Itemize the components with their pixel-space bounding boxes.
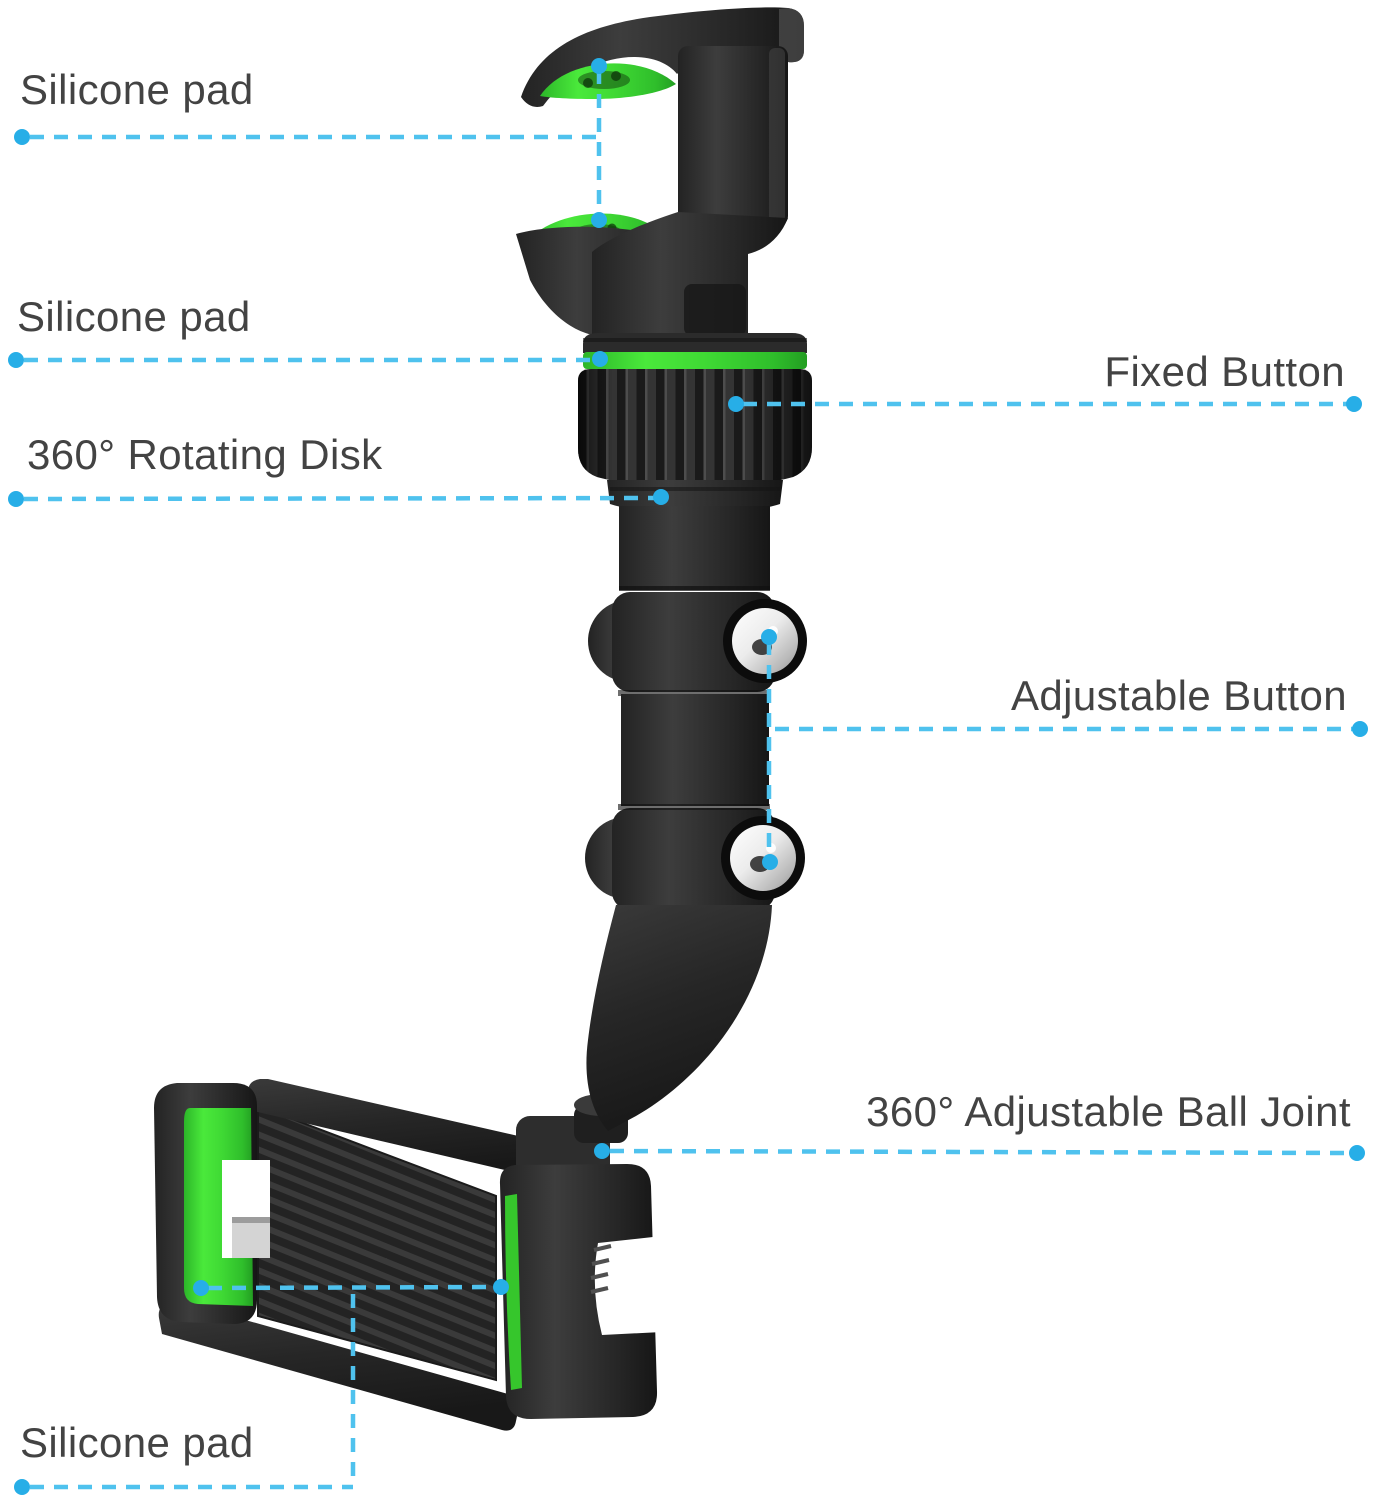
bottom-clamp bbox=[154, 1079, 662, 1431]
silicone-ring bbox=[583, 352, 807, 369]
callout-dots bbox=[8, 58, 1368, 1495]
label-rotating-disk: 360° Rotating Disk bbox=[27, 431, 383, 478]
upper-hinge bbox=[588, 592, 807, 696]
stem bbox=[583, 212, 807, 353]
callout-lines bbox=[23, 70, 1354, 1490]
clamp-left-arm bbox=[154, 1083, 270, 1324]
label-silicone-pad-bottom: Silicone pad bbox=[20, 1419, 254, 1466]
label-silicone-pad-top: Silicone pad bbox=[20, 66, 254, 113]
diagonal-arm bbox=[586, 905, 772, 1131]
top-clamp-horn bbox=[521, 7, 804, 107]
clamp-right-arm bbox=[499, 1164, 662, 1419]
label-ball-joint: 360° Adjustable Ball Joint bbox=[866, 1088, 1351, 1135]
rotating-disk-knob bbox=[578, 369, 812, 512]
label-silicone-pad-mid: Silicone pad bbox=[17, 293, 251, 340]
clamp-top-rail bbox=[247, 1079, 561, 1180]
top-clamp-post bbox=[678, 46, 788, 226]
label-fixed-button: Fixed Button bbox=[1104, 348, 1345, 395]
adjustable-arm bbox=[585, 506, 807, 912]
lower-hinge bbox=[585, 804, 805, 912]
callout-line-ball-joint bbox=[609, 1148, 1352, 1156]
clamp-bottom-rail bbox=[158, 1301, 520, 1431]
callout-line-rotating-disk bbox=[23, 495, 656, 502]
label-adjustable-button: Adjustable Button bbox=[1010, 672, 1347, 719]
